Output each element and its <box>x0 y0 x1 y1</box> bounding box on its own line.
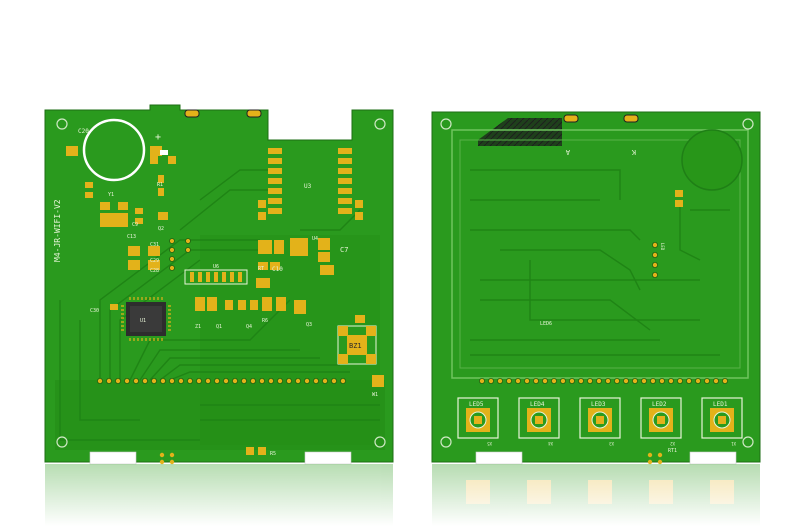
right-pad-square-1 <box>675 190 683 197</box>
silk-q2: Q2 <box>158 226 164 232</box>
silk-a: A <box>565 148 570 156</box>
mount-hole-tl <box>56 118 68 130</box>
silk-c20: C20 <box>78 128 89 135</box>
battery-pad-right <box>150 146 162 156</box>
mount-hole-tr <box>374 118 386 130</box>
silk-u6: U6 <box>213 264 219 270</box>
silk-r1: R1 <box>157 182 163 188</box>
module-u3: U3 <box>268 148 352 214</box>
silk-rt: RT <box>258 266 264 272</box>
silk-c31: C31 <box>150 242 159 248</box>
silk-c9: C9 <box>132 222 138 228</box>
header-row-left <box>97 377 346 384</box>
reflection-fade <box>0 462 800 526</box>
silk-c7: C7 <box>340 246 348 254</box>
battery-pad-left <box>66 146 78 156</box>
left-board: C20 + U3 <box>44 104 394 465</box>
silk-q4: Q4 <box>246 324 252 330</box>
silk-q1: Q1 <box>216 324 222 330</box>
silk-board-name: M4-JR-WIFI-V2 <box>53 199 62 262</box>
silk-r6: R6 <box>262 318 268 324</box>
silk-w1: W1 <box>372 392 378 398</box>
silk-x-label: X3 <box>609 441 614 446</box>
right-battery-ring <box>681 129 743 191</box>
mcu-u1: U1 <box>121 297 171 341</box>
silk-k: K <box>631 148 636 156</box>
silk-rt1: RT1 <box>668 448 677 454</box>
left-traces <box>59 169 380 441</box>
silk-u4: U4 <box>312 236 318 242</box>
buzzer-bz1: BZ1 <box>337 325 377 365</box>
pad-k <box>623 114 639 123</box>
smd-left-group <box>85 150 384 455</box>
silk-c28: C28 <box>150 268 159 274</box>
silk-led-label: LED4 <box>530 401 545 408</box>
battery-holder <box>82 118 146 182</box>
right-led-column <box>652 241 659 278</box>
header-row-right <box>478 377 729 384</box>
silk-plus: + <box>155 132 161 143</box>
lcd-outline-outer <box>451 129 749 379</box>
silk-u1: U1 <box>140 318 146 324</box>
silk-u3: U3 <box>304 183 312 190</box>
silk-z1: Z1 <box>195 324 201 330</box>
ic-u6: U6 <box>184 264 248 285</box>
right-traces <box>470 169 730 356</box>
silk-led-label: LED5 <box>469 401 484 408</box>
silk-x-label: X2 <box>670 441 675 446</box>
mount-hole-br <box>374 436 386 448</box>
silk-led-label: LED2 <box>652 401 667 408</box>
silk-r5: R5 <box>270 451 276 457</box>
silk-bz1: BZ1 <box>349 342 362 350</box>
lcd-outline-inner <box>459 139 741 369</box>
header-vertical-left <box>169 238 191 271</box>
silk-x-label: X4 <box>548 441 553 446</box>
silk-x-label: X1 <box>731 441 736 446</box>
silk-c30: C30 <box>90 308 99 314</box>
top-pad-2 <box>246 109 262 118</box>
silk-led6: LED6 <box>540 321 552 327</box>
silk-led-label: LED3 <box>591 401 606 408</box>
silk-led-label: LED1 <box>713 401 728 408</box>
silk-y1: Y1 <box>108 192 114 198</box>
silk-led-col: LED <box>660 243 665 251</box>
silk-c10: C10 <box>272 266 283 273</box>
right-pad-square-2 <box>675 200 683 207</box>
mount-hole-bl <box>56 436 68 448</box>
silk-x-label: X5 <box>487 441 492 446</box>
silk-c29: C29 <box>150 258 159 264</box>
silk-q3: Q3 <box>306 322 312 328</box>
top-pad-1 <box>184 109 200 118</box>
silk-c13: C13 <box>127 234 136 240</box>
pad-a <box>563 114 579 123</box>
